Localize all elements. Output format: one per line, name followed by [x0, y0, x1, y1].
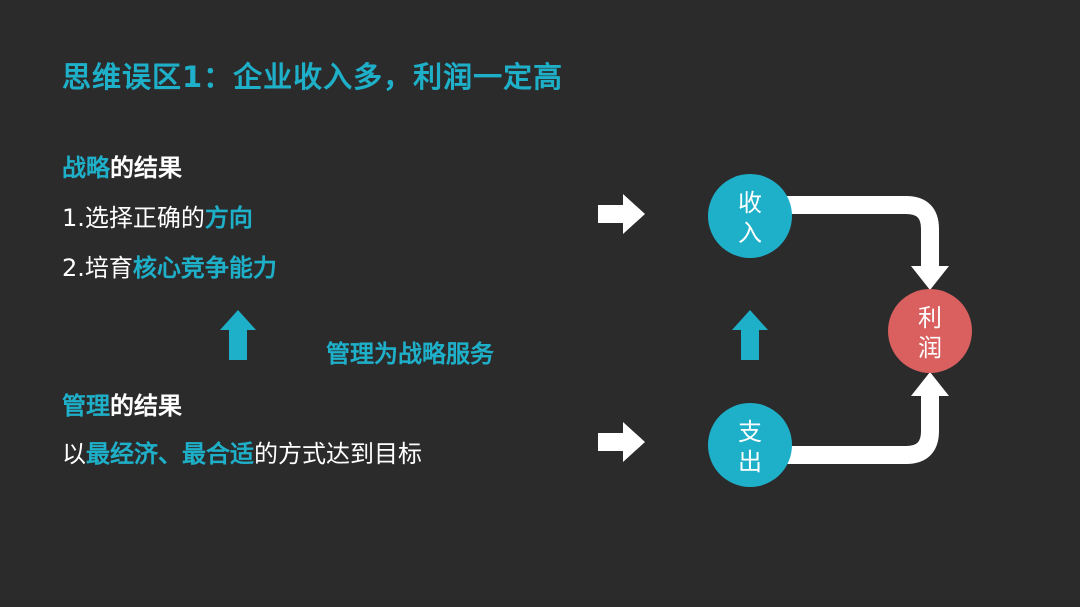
strategy-item-1-prefix: 1.选择正确的 — [62, 204, 205, 232]
right-arrow-icon — [598, 194, 645, 234]
management-highlight-1: 最经济 — [86, 440, 158, 468]
up-arrow-icon — [220, 310, 256, 360]
strategy-block: 战略的结果 1.选择正确的方向 2.培育核心竞争能力 — [62, 156, 277, 280]
management-highlight-2: 最合适 — [182, 440, 254, 468]
strategy-item-1-highlight: 方向 — [204, 204, 253, 232]
page-title: 思维误区1：企业收入多，利润一定高 — [62, 60, 564, 94]
revenue-node-line1: 收 — [738, 189, 762, 217]
cost-node-line1: 支 — [738, 418, 762, 446]
management-heading-rest: 的结果 — [110, 392, 182, 420]
management-suffix: 的方式达到目标 — [254, 440, 422, 468]
strategy-item-1: 1.选择正确的方向 — [62, 206, 277, 230]
management-prefix: 以 — [62, 440, 86, 468]
cost-node: 支 出 — [708, 403, 792, 487]
management-heading: 管理的结果 — [62, 394, 422, 418]
profit-node-line2: 润 — [918, 334, 942, 362]
right-arrow-icon — [598, 422, 645, 462]
cost-node-line2: 出 — [738, 448, 762, 476]
management-description: 以最经济、最合适的方式达到目标 — [62, 442, 422, 466]
revenue-node: 收 入 — [708, 174, 792, 258]
cost-to-profit-connector — [785, 372, 949, 464]
strategy-heading: 战略的结果 — [62, 156, 277, 180]
strategy-item-2: 2.培育核心竞争能力 — [62, 256, 277, 280]
revenue-to-profit-connector — [785, 196, 949, 290]
profit-node: 利 润 — [888, 289, 972, 373]
strategy-item-2-highlight: 核心竞争能力 — [132, 254, 277, 282]
strategy-item-2-prefix: 2.培育 — [62, 254, 133, 282]
center-label: 管理为战略服务 — [326, 340, 494, 368]
strategy-heading-rest: 的结果 — [110, 154, 182, 182]
profit-node-line1: 利 — [918, 304, 942, 332]
management-heading-highlight: 管理 — [62, 392, 110, 420]
up-arrow-icon — [732, 310, 768, 360]
management-separator: 、 — [158, 440, 182, 468]
revenue-node-line2: 入 — [738, 219, 762, 247]
management-block: 管理的结果 以最经济、最合适的方式达到目标 — [62, 394, 422, 466]
strategy-heading-highlight: 战略 — [62, 154, 110, 182]
